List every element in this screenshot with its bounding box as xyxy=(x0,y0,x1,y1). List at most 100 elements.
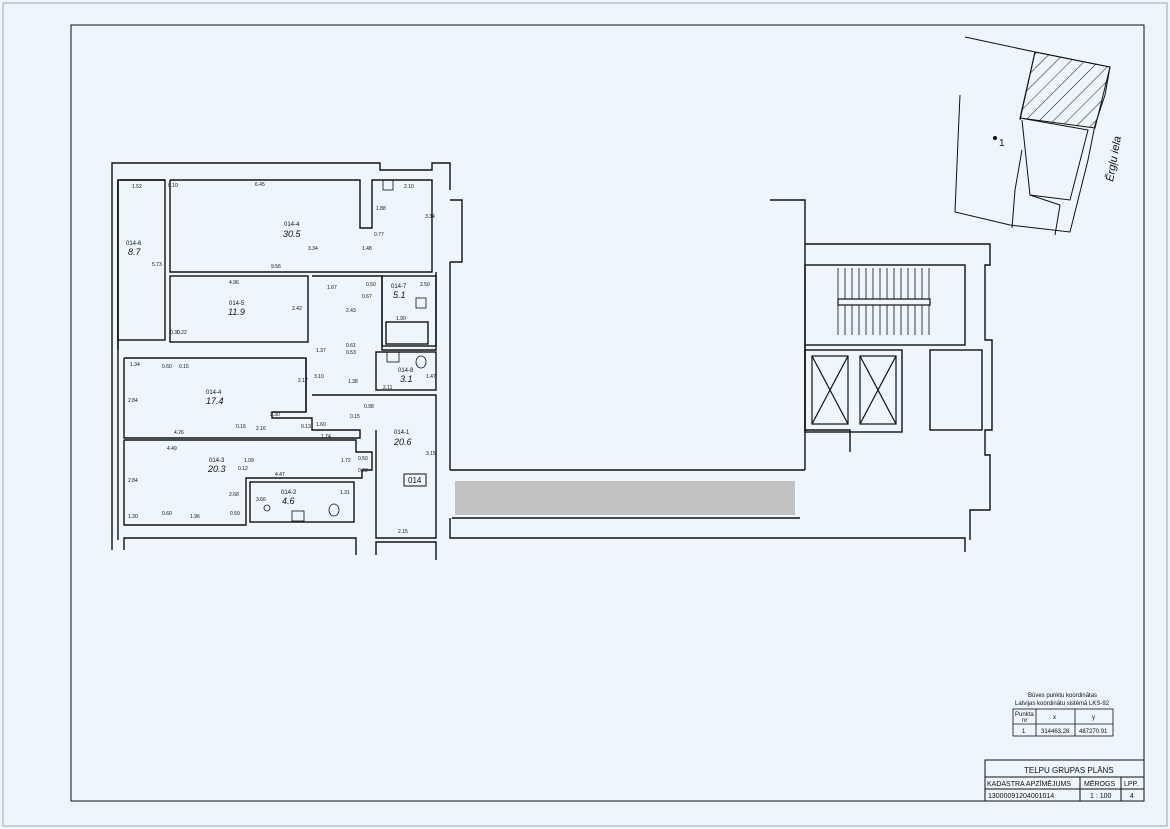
dimension-label: 1.96 xyxy=(190,514,200,520)
room-area: 3.1 xyxy=(400,374,413,384)
dimension-label: 2.84 xyxy=(128,478,138,484)
dimension-label: 0.16 xyxy=(236,424,246,430)
title-block: TELPU GRUPAS PLĀNS KADASTRA APZĪMĒJUMS M… xyxy=(984,759,1145,802)
section-tag: 014 xyxy=(408,476,422,485)
dimension-label: 0.77 xyxy=(374,232,384,238)
room-area: 20.3 xyxy=(207,464,226,474)
bathroom-fixtures xyxy=(263,179,427,522)
dimension-label: 3.66 xyxy=(256,497,266,503)
room-id: 014-7 xyxy=(391,284,407,290)
dimension-label: 4.47 xyxy=(275,472,285,478)
stairwell xyxy=(837,268,931,335)
dimension-label: 0.50 xyxy=(358,456,368,462)
room-id: 014-2 xyxy=(281,490,297,496)
dimension-label: 0.92 xyxy=(358,468,368,474)
room-id: 014-6 xyxy=(126,241,142,247)
coords-title-line1: Būves punktu koordinātas xyxy=(1028,693,1097,699)
dimension-label: 2.10 xyxy=(404,184,414,190)
dimension-label: 2.43 xyxy=(346,308,356,314)
point-1-marker xyxy=(993,136,997,140)
room-area: 17.4 xyxy=(206,396,224,406)
title-block-col2-header: MĒROGS xyxy=(1084,780,1115,788)
dimension-label: 0.61 xyxy=(346,343,356,349)
dimension-label: 0.60 xyxy=(162,364,172,370)
dimension-label: 1.47 xyxy=(426,374,436,380)
room-labels: 014-6 8.7 014-4 30.5 014-5 11.9 014-7 5.… xyxy=(126,222,414,506)
dimension-label: 0.50 xyxy=(366,282,376,288)
dimension-label: 0.53 xyxy=(346,350,356,356)
room-area: 30.5 xyxy=(283,229,302,239)
dimension-label: 9.56 xyxy=(271,264,281,270)
drawing-frame xyxy=(70,24,1145,802)
street-label: Ērgļu iela xyxy=(1104,135,1124,182)
dimension-label: 2.50 xyxy=(420,282,430,288)
hatched-building xyxy=(1019,51,1111,129)
point-1-label: 1 xyxy=(999,138,1005,149)
dimension-label: 3.34 xyxy=(425,214,435,220)
dimension-label: 0.13 xyxy=(301,424,311,430)
coords-row-x: 314463.28 xyxy=(1041,729,1070,735)
dimension-label: 3.15 xyxy=(426,451,436,457)
dimension-label: 1.72 xyxy=(341,458,351,464)
title-block-cadastral-number: 13000091204001014 xyxy=(988,793,1054,800)
dimension-label: 4.96 xyxy=(229,280,239,286)
dimension-label: 1.30 xyxy=(128,514,138,520)
dimension-label: 2.17 xyxy=(298,378,308,384)
dimension-label: 2.42 xyxy=(292,306,302,312)
dimension-label: 1.48 xyxy=(362,246,372,252)
room-area: 11.9 xyxy=(228,307,245,317)
dimension-label: 4.26 xyxy=(174,430,184,436)
dimension-label: 1.09 xyxy=(244,458,254,464)
dimension-label: 1.52 xyxy=(132,184,142,190)
coords-header-nr: nr xyxy=(1022,718,1027,724)
dimension-label: 0.60 xyxy=(162,511,172,517)
dimension-label: 4.49 xyxy=(167,446,177,452)
dimension-label: 0.12 xyxy=(238,466,248,472)
title-block-scale: 1 : 100 xyxy=(1090,793,1112,800)
room-id: 014-4 xyxy=(284,222,300,228)
coords-row-nr: 1 xyxy=(1022,729,1026,735)
dimension-label: 2.30 xyxy=(270,412,280,418)
room-id: 014-5 xyxy=(229,301,245,307)
room-id: 014-3 xyxy=(209,458,225,464)
coordinates-table: Būves punktu koordinātas Latvijas koordi… xyxy=(1012,693,1114,737)
location-inset-map xyxy=(954,36,1111,236)
dimension-label: 2.15 xyxy=(398,529,408,535)
dimension-label: 0.15 xyxy=(179,364,189,370)
dimension-label: 2.16 xyxy=(256,426,266,432)
dimension-label: 1.31 xyxy=(340,490,350,496)
dimension-label: 0.59 xyxy=(230,511,240,517)
room-id: 014-1 xyxy=(394,430,410,436)
coords-header-y: y xyxy=(1092,715,1095,721)
coords-row-y: 487270.91 xyxy=(1079,729,1108,735)
title-block-col3-header: LPP. xyxy=(1124,781,1138,788)
dimension-label: 2.68 xyxy=(229,492,239,498)
room-area: 4.6 xyxy=(282,496,295,506)
dimension-label: 0.30 xyxy=(170,330,180,336)
dimension-label: 3.10 xyxy=(314,374,324,380)
dimension-label: 1.74 xyxy=(321,434,331,440)
dimension-label: 5.73 xyxy=(152,262,162,268)
dimension-label: 1.60 xyxy=(316,422,326,428)
dimension-label: 0.15 xyxy=(350,414,360,420)
title-block-page: 4 xyxy=(1130,793,1134,800)
dimension-label: 2.84 xyxy=(128,398,138,404)
room-id: 014-4 xyxy=(206,390,222,396)
dimension-label: 1.88 xyxy=(376,206,386,212)
room-area: 5.1 xyxy=(393,290,406,300)
shaded-corridor xyxy=(455,481,795,515)
coords-title-line2: Latvijas koordinātu sistēmā LKS-92 xyxy=(1015,701,1110,707)
dimension-label: 2.11 xyxy=(383,385,393,391)
dimension-label: 0.98 xyxy=(364,404,374,410)
dimension-label: 0.22 xyxy=(177,330,187,336)
dimension-label: 1.38 xyxy=(348,379,358,385)
coords-header-x: x xyxy=(1053,715,1056,721)
coords-header-punkta: Punkta xyxy=(1015,712,1034,718)
room-area: 20.6 xyxy=(393,437,412,447)
dimension-label: 1.67 xyxy=(327,285,337,291)
title-block-col1-header: KADASTRA APZĪMĒJUMS xyxy=(987,780,1071,788)
dimension-label: 1.90 xyxy=(396,316,406,322)
dimension-label: 6.45 xyxy=(255,182,265,188)
